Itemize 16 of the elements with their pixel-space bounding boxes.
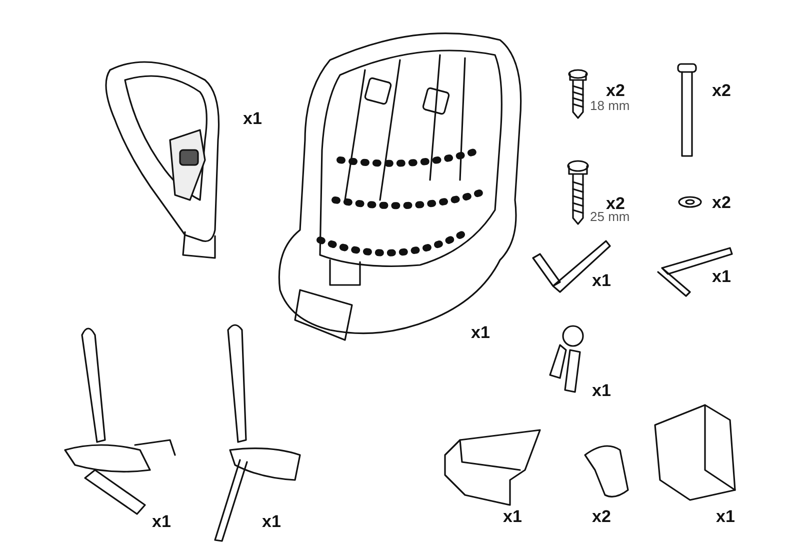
quantity-label: x2 <box>712 194 731 211</box>
quantity-label: x1 <box>471 324 490 341</box>
quantity-label: x1 <box>503 508 522 525</box>
quantity-label: x2 <box>592 508 611 525</box>
quantity-label: x2 <box>606 195 625 212</box>
quantity-label: x1 <box>262 513 281 530</box>
quantity-label: x1 <box>712 268 731 285</box>
quantity-label: x2 <box>712 82 731 99</box>
quantity-label: x1 <box>152 513 171 530</box>
quantity-label: x1 <box>592 382 611 399</box>
quantity-label: x1 <box>592 272 611 289</box>
quantity-label: x1 <box>243 110 262 127</box>
quantity-label: x1 <box>716 508 735 525</box>
dimension-label: 25 mm <box>590 210 630 223</box>
dimension-label: 18 mm <box>590 99 630 112</box>
quantity-label: x2 <box>606 82 625 99</box>
